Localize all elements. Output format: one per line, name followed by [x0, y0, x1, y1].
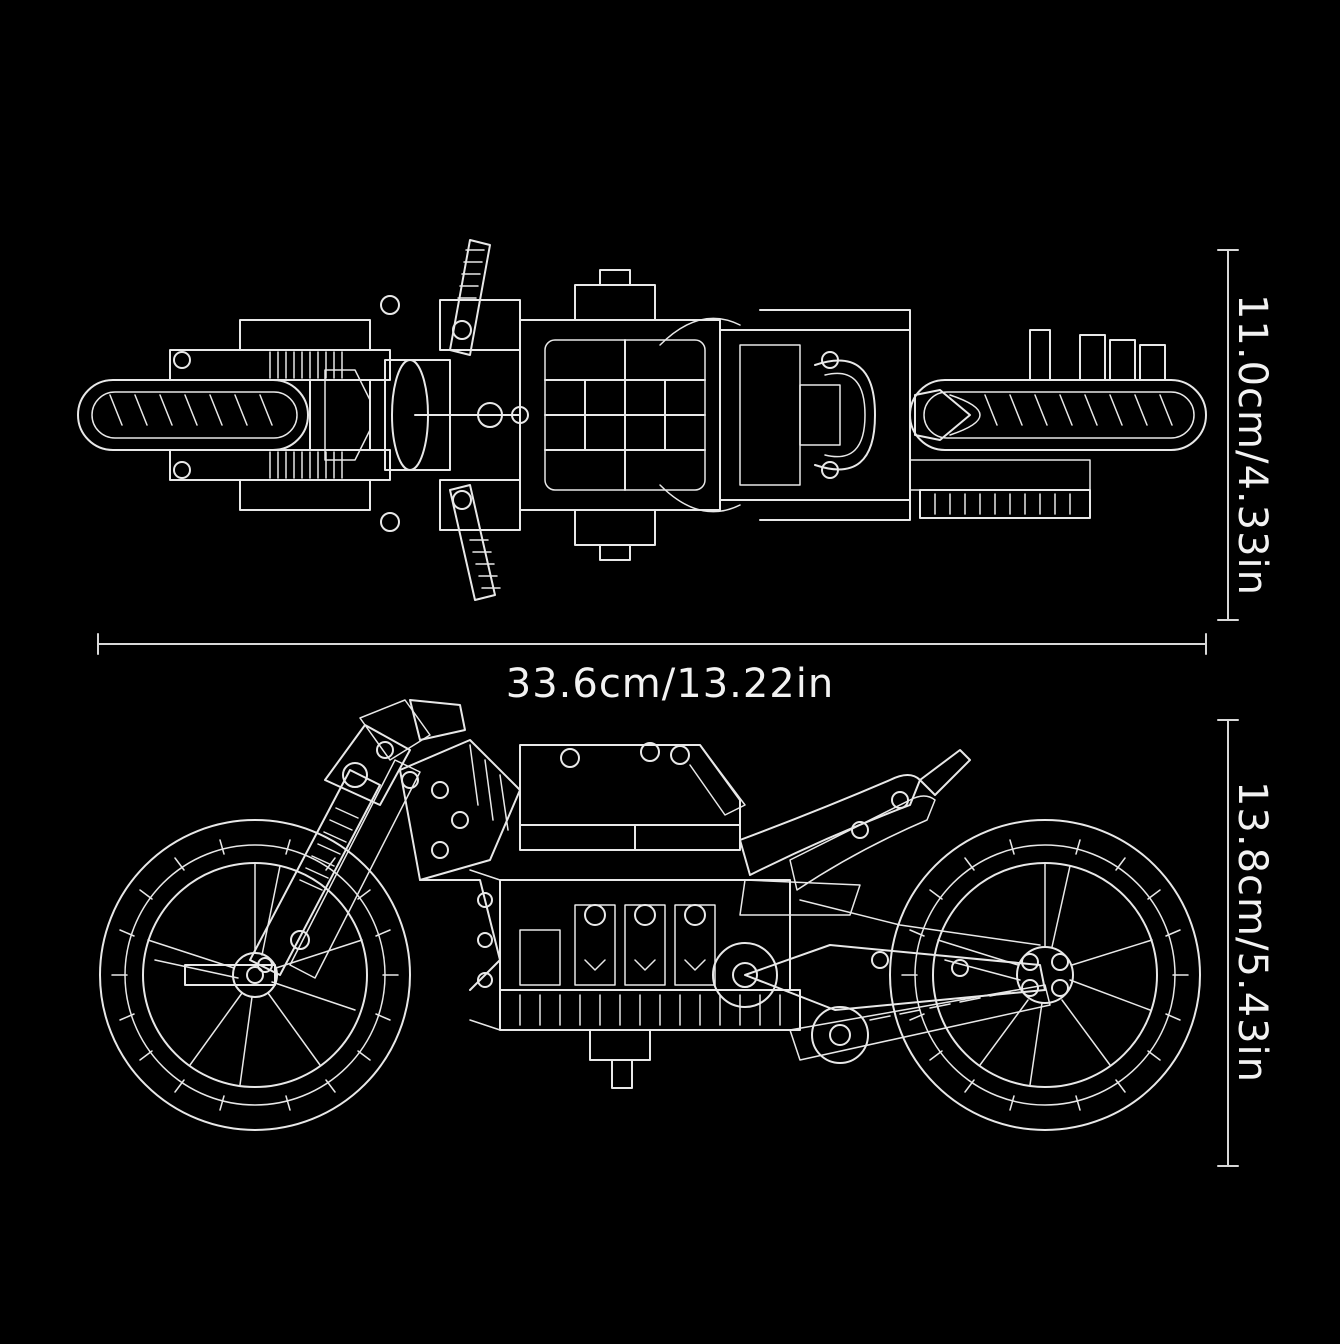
front-wheel-side — [99, 819, 411, 1131]
handlebar-right — [449, 484, 496, 601]
handlebar-left — [449, 239, 491, 356]
side-view-height-dimension-line — [1217, 719, 1239, 1167]
rear-wheel-side — [889, 819, 1201, 1131]
engine-side — [469, 869, 801, 1089]
side-view-motorcycle — [99, 699, 1201, 1131]
headlight-side — [324, 699, 466, 806]
rear-tire-top — [909, 379, 1207, 451]
drive-chain-top — [919, 489, 1091, 519]
front-fork-side — [184, 759, 421, 986]
top-view-width-dimension-line — [1217, 249, 1239, 621]
top-view-motorcycle — [77, 239, 1207, 601]
top-view-width-dimension-label: 11.0cm/4.33in — [1229, 293, 1275, 597]
side-view-height-dimension-label: 13.8cm/5.43in — [1229, 780, 1275, 1084]
length-dimension-label: 33.6cm/13.22in — [505, 661, 835, 707]
length-dimension-line — [97, 633, 1207, 655]
seat-tail-side — [739, 749, 971, 916]
front-frame-side — [399, 739, 521, 991]
fuel-tank-side — [519, 742, 746, 851]
swingarm-side — [744, 899, 1051, 1064]
seat-top — [719, 329, 911, 501]
